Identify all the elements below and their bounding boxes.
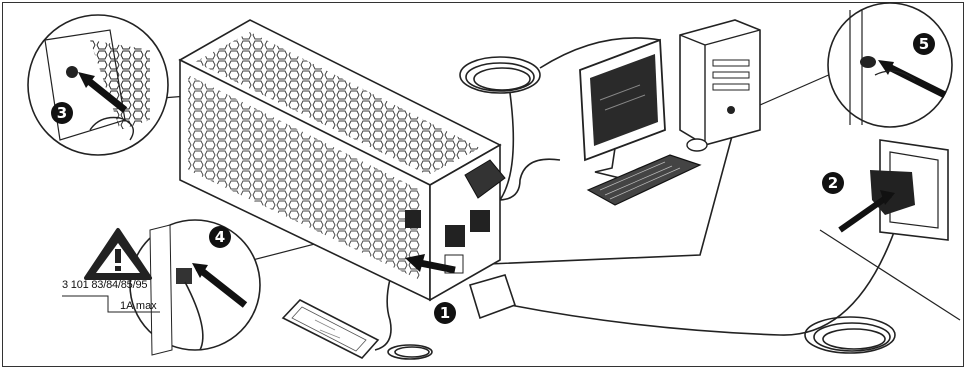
smartphone	[283, 300, 378, 358]
detail-usb-port	[130, 220, 260, 355]
detail-power-button	[28, 15, 168, 155]
step-badge-4: 4	[209, 226, 231, 248]
step-badge-3: 3	[51, 102, 73, 124]
wall-socket	[820, 140, 960, 320]
monitor	[580, 40, 665, 178]
ups-usb-port	[405, 210, 421, 228]
step-badge-5: 5	[913, 33, 935, 55]
keyboard	[588, 155, 700, 205]
ups-socket-1	[445, 225, 465, 247]
ups-socket-2	[470, 210, 490, 232]
step-badge-2: 2	[822, 172, 844, 194]
detail-pc-button	[828, 3, 952, 127]
step-badge-1: 1	[434, 302, 456, 324]
pc-tower	[680, 20, 760, 145]
svg-text:1: 1	[440, 304, 450, 322]
svg-text:4: 4	[215, 228, 225, 246]
warning-current-text: 1A max	[120, 300, 157, 312]
warning-model-text: 3 101 83/84/85/95	[62, 279, 147, 291]
svg-text:2: 2	[828, 174, 838, 192]
svg-text:5: 5	[919, 35, 929, 53]
svg-text:3: 3	[57, 104, 67, 122]
mouse	[687, 139, 707, 151]
